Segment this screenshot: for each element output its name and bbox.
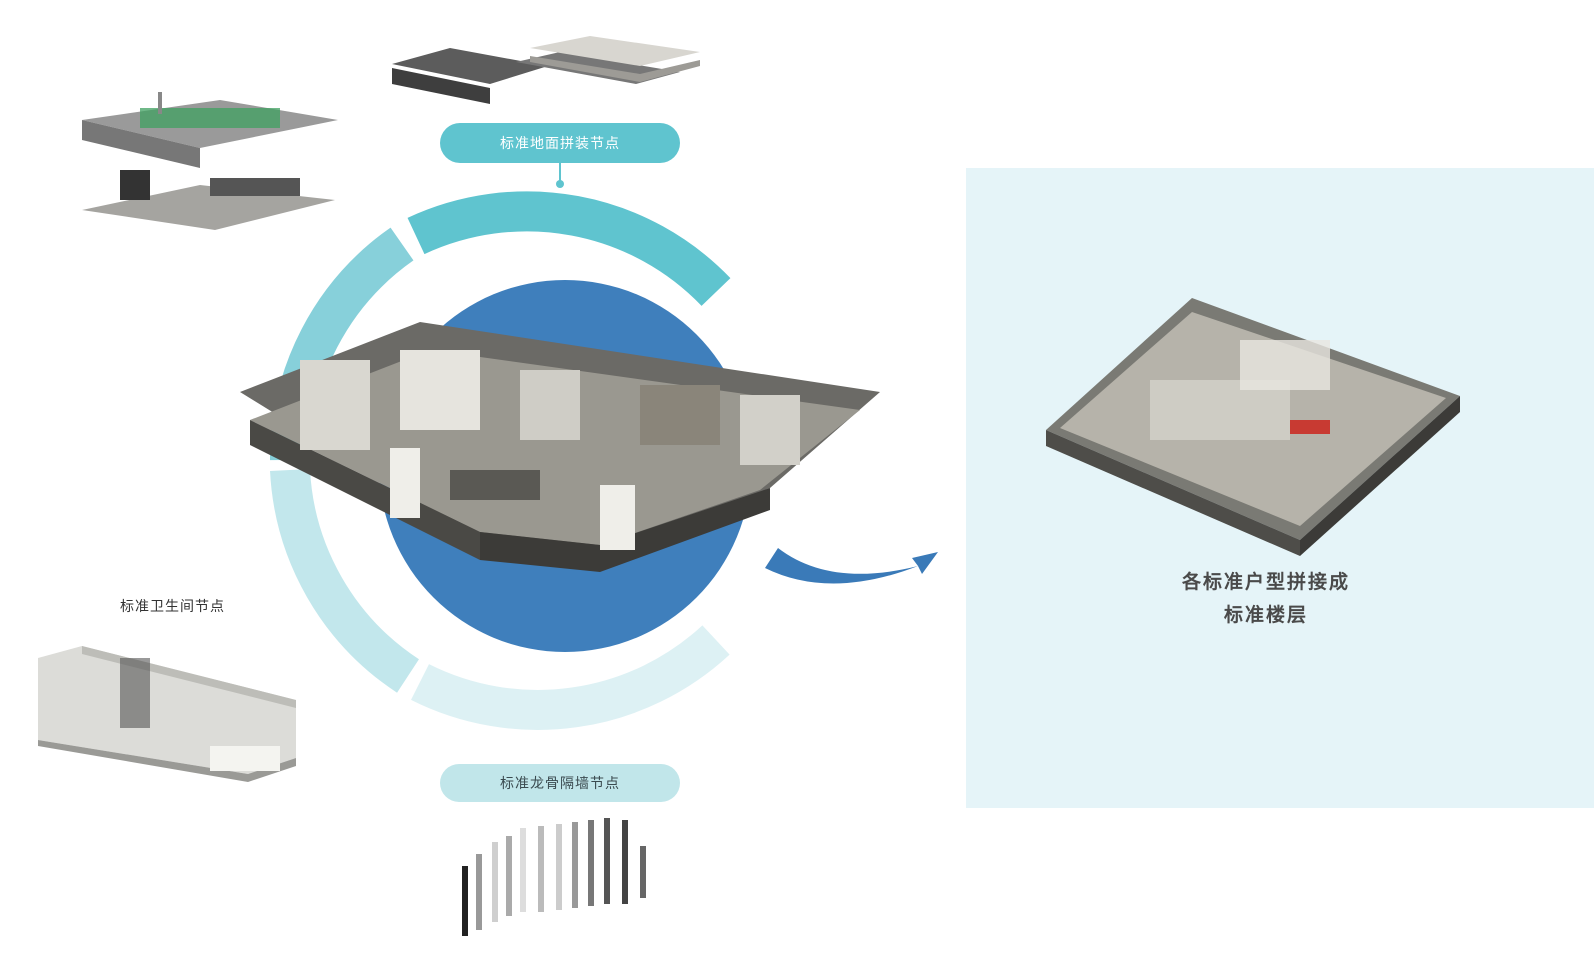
ring-segment-lower-left	[270, 468, 420, 693]
ring-segment-bottom	[411, 625, 730, 730]
floor-layers-model	[392, 36, 700, 104]
bathroom-node-label: 标准卫生间节点	[120, 599, 225, 615]
partition-panels	[462, 818, 646, 936]
connector-dot	[556, 180, 564, 188]
apartment-model	[240, 322, 880, 572]
ceiling-room-model	[82, 92, 338, 230]
ring-segment-top	[407, 191, 731, 306]
standard-floor-caption: 各标准户型拼接成 标准楼层	[966, 566, 1566, 632]
floor-node-label: 标准地面拼装节点	[500, 136, 620, 152]
caption-line-1: 各标准户型拼接成	[1181, 571, 1350, 593]
caption-line-2: 标准楼层	[1223, 604, 1308, 626]
bathroom-model	[38, 646, 296, 782]
partition-node-pill: 标准龙骨隔墙节点	[440, 764, 680, 802]
flow-arrow	[765, 548, 938, 584]
standard-floor-model	[1046, 298, 1460, 556]
partition-node-label: 标准龙骨隔墙节点	[500, 776, 620, 792]
floor-node-pill: 标准地面拼装节点	[440, 123, 680, 163]
